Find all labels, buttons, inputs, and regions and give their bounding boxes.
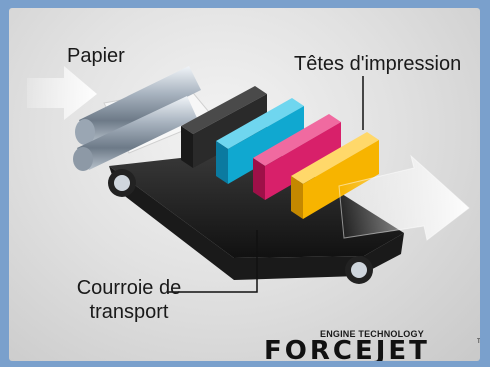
print-head-yellow <box>291 132 379 219</box>
leader-belt <box>167 230 258 293</box>
logo-tagline: ENGINE TECHNOLOGY <box>320 329 424 339</box>
print-head-black <box>181 86 267 168</box>
label-belt-line1: Courroie de <box>76 277 182 299</box>
forcejet-logo: ENGINE TECHNOLOGY FORCEJET TM <box>264 328 480 361</box>
transport-belt <box>109 148 404 258</box>
logo-wordmark: FORCEJET <box>264 336 430 361</box>
label-transport-belt: Courroie de transport <box>73 276 185 324</box>
print-head-magenta <box>253 114 341 200</box>
print-head-cyan <box>216 98 304 184</box>
label-paper: Papier <box>67 45 125 67</box>
input-arrow <box>27 66 97 120</box>
diagram-panel: Papier Têtes d'impression Courroie de tr… <box>9 8 480 361</box>
printer-illustration <box>27 66 470 293</box>
output-arrow <box>338 154 470 241</box>
logo-trademark: TM <box>477 339 480 345</box>
label-belt-line2: transport <box>89 301 169 323</box>
feed-rollers <box>73 66 201 171</box>
label-print-heads: Têtes d'impression <box>294 53 462 75</box>
